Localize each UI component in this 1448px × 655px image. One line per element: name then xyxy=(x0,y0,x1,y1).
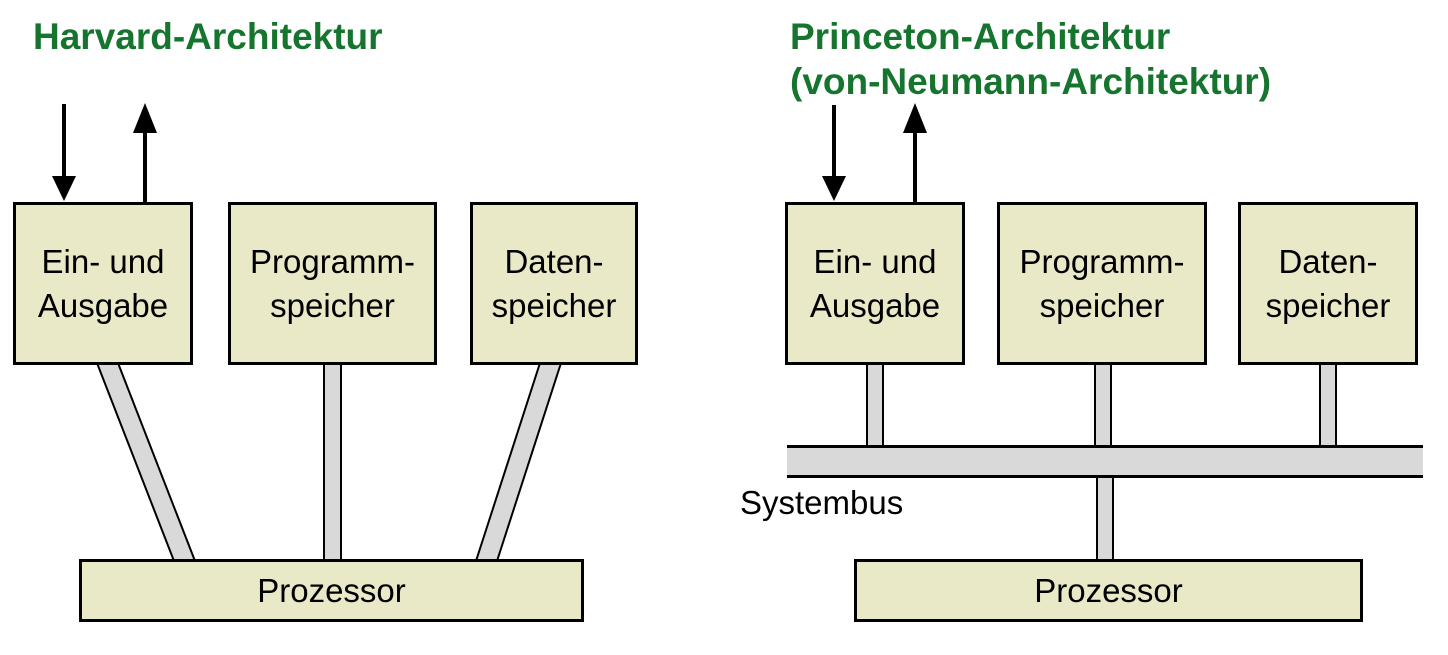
box-io-right: Ein- und Ausgabe xyxy=(785,202,965,365)
box-data-memory-right-label-line2: speicher xyxy=(1265,286,1391,324)
box-processor-right: Prozessor xyxy=(854,559,1363,622)
connector-datamemory-to-bus xyxy=(1319,362,1337,448)
box-program-memory-left-label-line2: speicher xyxy=(270,286,395,324)
connector-io-to-bus xyxy=(866,362,884,448)
box-processor-left: Prozessor xyxy=(79,559,584,622)
box-processor-left-label: Prozessor xyxy=(257,571,406,609)
connector-bus-to-processor xyxy=(1096,476,1114,562)
connector-datamemory-to-processor-left xyxy=(474,362,563,562)
system-bus-label: Systembus xyxy=(740,484,904,521)
box-io-left-label-line2: Ausgabe xyxy=(37,286,169,324)
box-data-memory-left-label-line1: Daten- xyxy=(504,242,604,280)
box-io-left: Ein- und Ausgabe xyxy=(13,202,193,365)
input-arrow-icon xyxy=(822,176,846,201)
harvard-architecture-title: Harvard-Architektur xyxy=(33,16,383,57)
box-program-memory-right: Programm- speicher xyxy=(997,202,1207,365)
output-arrow-icon xyxy=(133,103,157,133)
box-io-right-label-line1: Ein- und xyxy=(813,242,937,280)
princeton-architecture-title: Princeton-Architektur (von-Neumann-Archi… xyxy=(790,14,1271,104)
input-arrow-icon xyxy=(52,176,76,201)
box-data-memory-right: Daten- speicher xyxy=(1238,202,1418,365)
connector-programmemory-to-processor-left xyxy=(323,362,342,562)
box-program-memory-left: Programm- speicher xyxy=(228,202,437,365)
connector-programmemory-to-bus xyxy=(1094,362,1112,448)
connector-io-to-processor-left xyxy=(95,362,197,562)
princeton-title-line1: Princeton-Architektur xyxy=(790,16,1171,57)
output-arrow-icon xyxy=(903,103,927,133)
system-bus xyxy=(787,445,1423,478)
box-io-left-label-line1: Ein- und xyxy=(41,242,165,280)
box-data-memory-left-label-line2: speicher xyxy=(491,286,617,324)
box-program-memory-left-label-line1: Programm- xyxy=(249,242,416,280)
box-program-memory-right-label-line1: Programm- xyxy=(1019,242,1185,280)
princeton-title-line2: (von-Neumann-Architektur) xyxy=(790,61,1272,102)
box-processor-right-label: Prozessor xyxy=(1034,571,1183,609)
box-io-right-label-line2: Ausgabe xyxy=(809,286,941,324)
box-program-memory-right-label-line2: speicher xyxy=(1039,286,1165,324)
box-data-memory-right-label-line1: Daten- xyxy=(1278,242,1378,280)
box-data-memory-left: Daten- speicher xyxy=(470,202,638,365)
